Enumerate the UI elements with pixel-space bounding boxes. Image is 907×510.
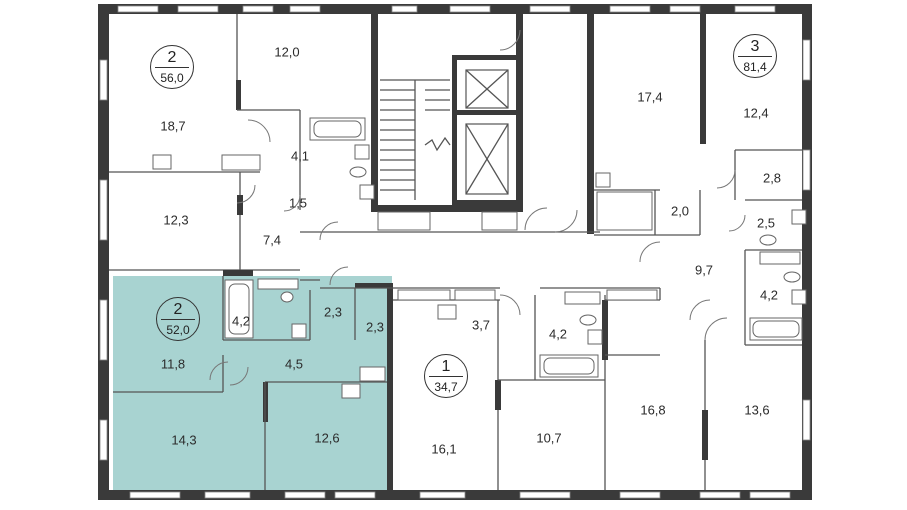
room-area: 10,7 (536, 430, 562, 446)
room-area: 2,3 (365, 319, 385, 335)
room-area: 14,3 (171, 432, 197, 448)
doors (209, 29, 746, 386)
room-area: 2,0 (670, 203, 690, 219)
apartment-area: 52,0 (166, 323, 190, 337)
room-area: 2,8 (762, 170, 782, 186)
apartment-badge[interactable]: 3 81,4 (733, 34, 777, 78)
elevator-shafts (465, 69, 509, 195)
room-area: 16,1 (431, 441, 457, 457)
apartment-area: 56,0 (160, 71, 184, 85)
windows (99, 5, 811, 499)
room-area: 9,7 (694, 262, 714, 278)
room-area: 18,7 (160, 118, 186, 134)
room-area: 3,7 (471, 317, 491, 333)
room-area: 12,6 (314, 430, 340, 446)
room-area: 16,8 (640, 402, 666, 418)
room-area: 1,5 (288, 195, 308, 211)
staircase (380, 79, 451, 200)
apartment-rooms-count: 2 (167, 49, 177, 66)
room-area: 4,2 (548, 326, 568, 342)
room-area: 4,5 (284, 356, 304, 372)
room-area: 4,2 (759, 287, 779, 303)
apartment-badge[interactable]: 2 56,0 (150, 45, 194, 89)
apartment-badge[interactable]: 1 34,7 (424, 354, 468, 398)
apartment-rooms-count: 1 (441, 358, 451, 375)
room-area: 12,4 (743, 105, 769, 121)
bathroom-fixtures (152, 117, 807, 399)
room-area: 13,6 (744, 402, 770, 418)
room-area: 11,8 (160, 356, 186, 372)
apartment-rooms-count: 3 (750, 38, 760, 55)
interior-walls (109, 14, 802, 490)
room-area: 2,5 (756, 215, 776, 231)
apartment-badge[interactable]: 2 52,0 (156, 297, 200, 341)
room-area: 4,2 (231, 313, 251, 329)
room-area: 12,3 (163, 212, 189, 228)
apartment-rooms-count: 2 (173, 301, 183, 318)
room-area: 2,3 (323, 304, 343, 320)
room-area: 7,4 (262, 232, 282, 248)
room-area: 4,1 (290, 148, 310, 164)
apartment-area: 81,4 (743, 60, 767, 74)
room-area: 17,4 (637, 89, 663, 105)
room-area: 12,0 (274, 44, 300, 60)
apartment-area: 34,7 (434, 380, 458, 394)
